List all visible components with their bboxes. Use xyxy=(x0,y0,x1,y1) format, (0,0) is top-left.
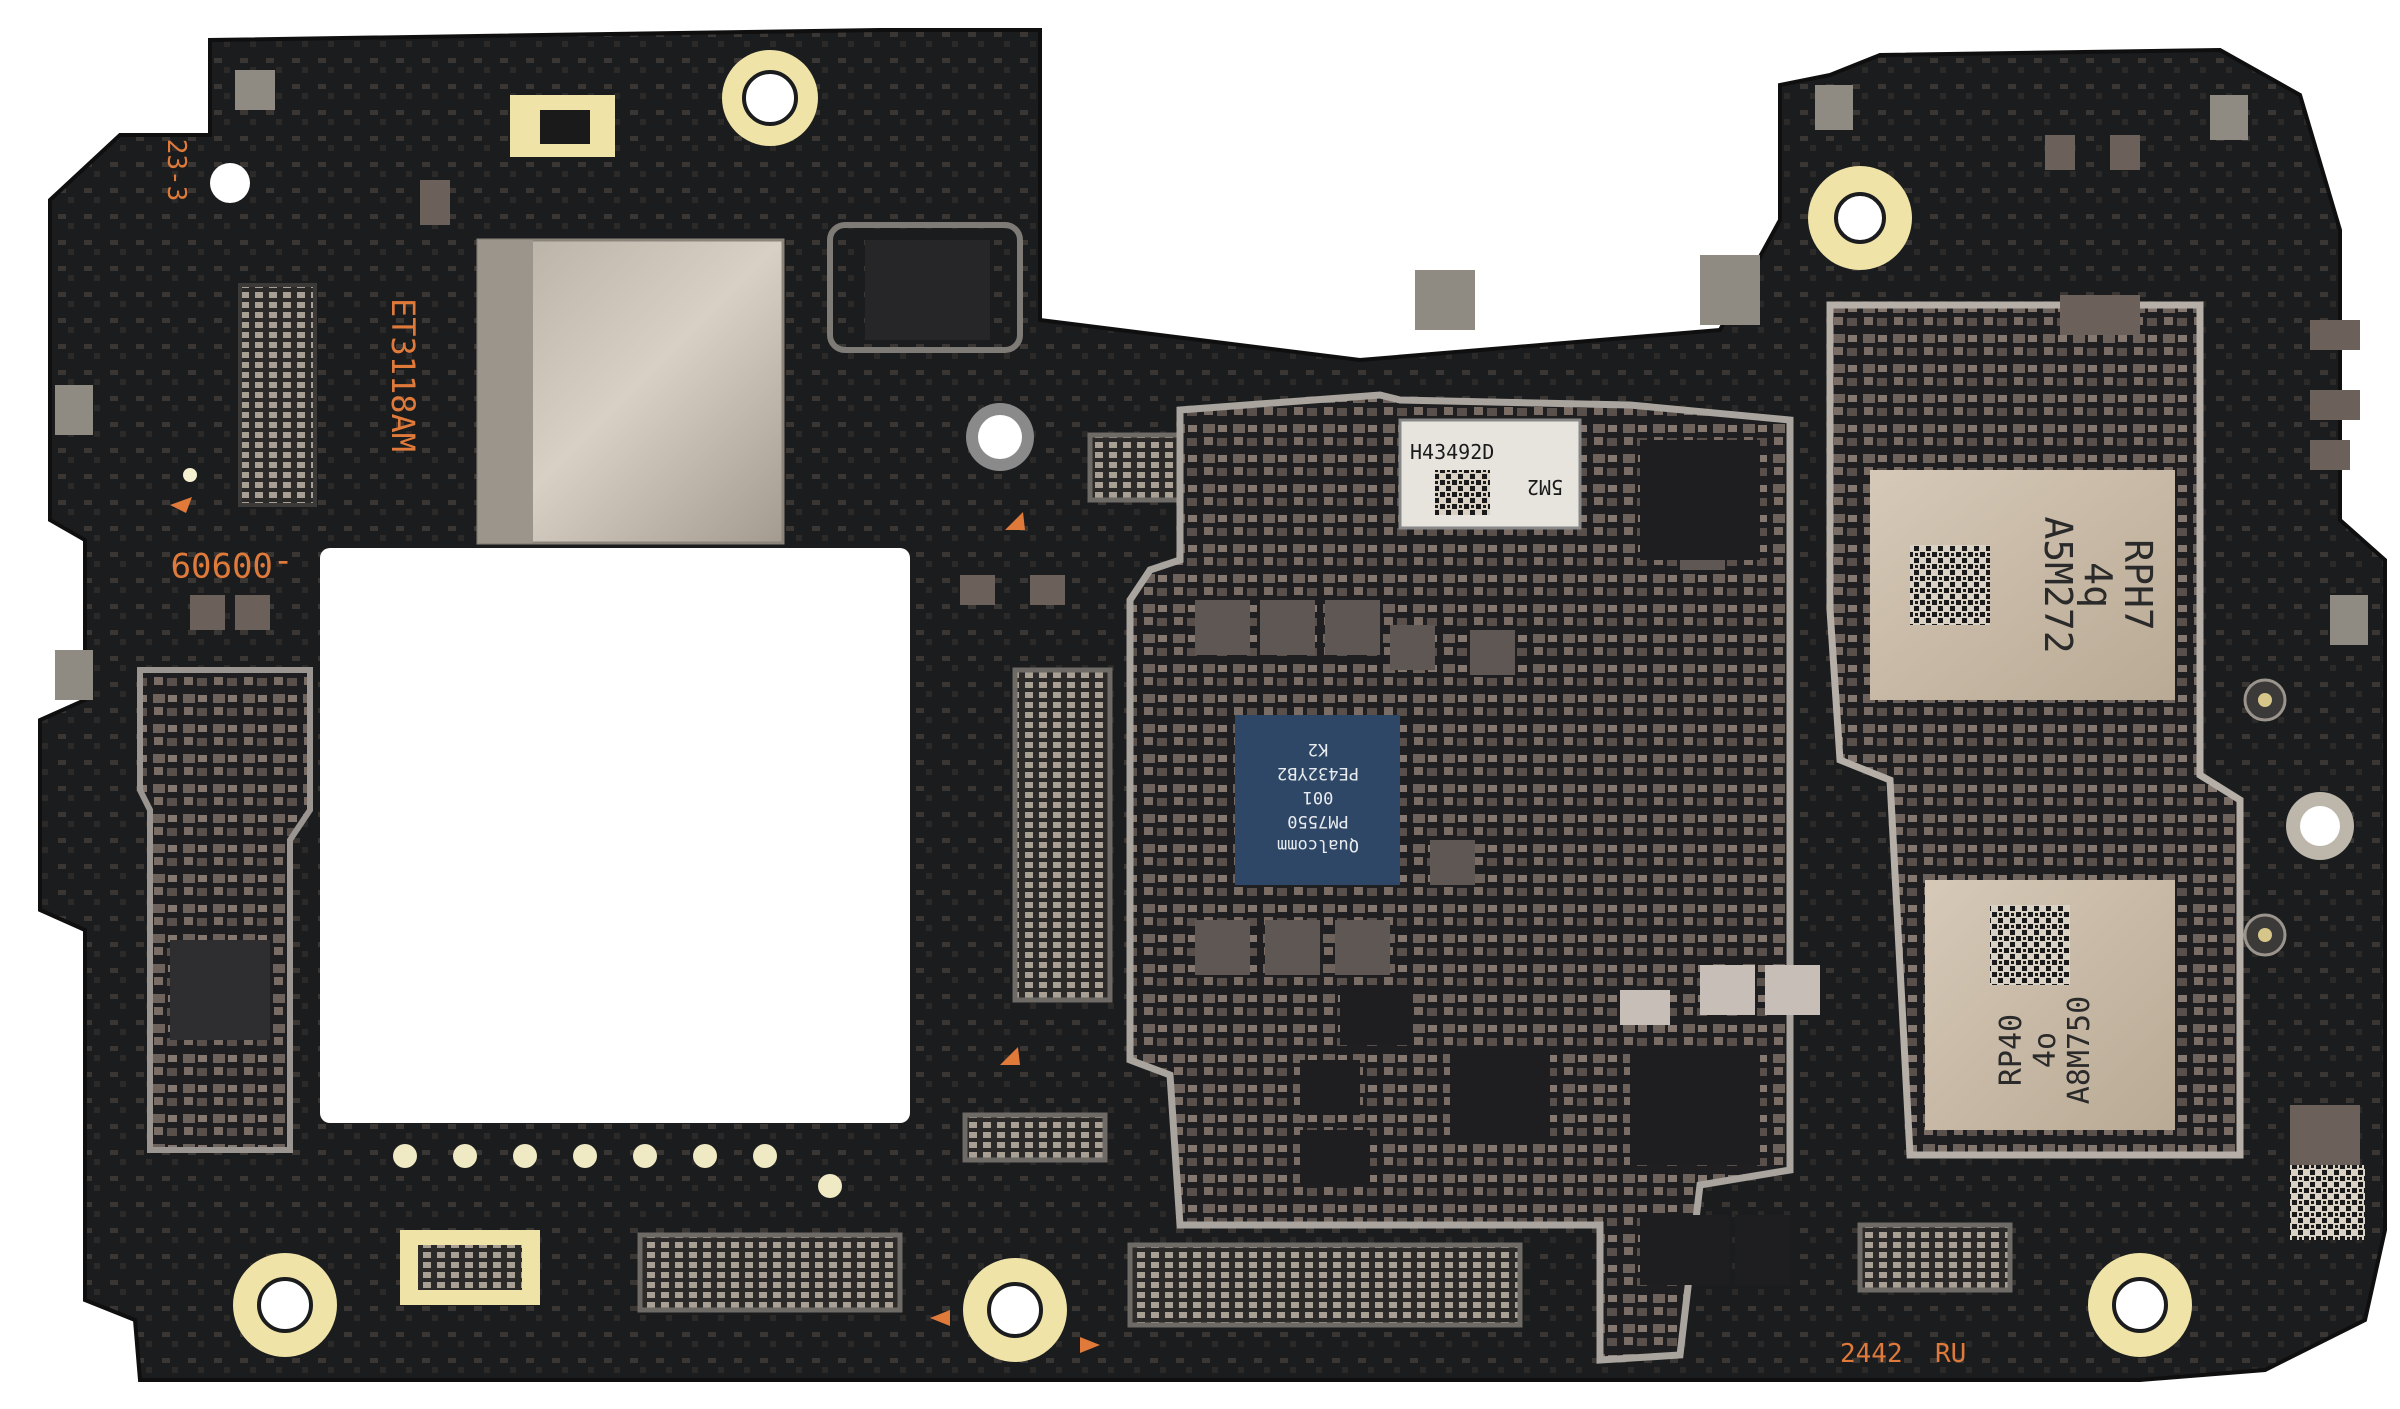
passive-components xyxy=(190,135,2360,1165)
pmic-line4: PE432YB2 xyxy=(1277,763,1359,783)
connector-small-lower xyxy=(962,1112,1108,1163)
silkscreen-rev: 23-3 xyxy=(161,139,191,202)
board-cutout xyxy=(320,548,910,1123)
connector-bottom-center xyxy=(1127,1242,1523,1328)
microphone-chip xyxy=(540,110,590,144)
inductor-array xyxy=(1195,525,1725,975)
rf-top-line2: 4q xyxy=(2076,562,2120,608)
silkscreen-fp-chip: ET3118AM xyxy=(384,298,422,452)
dark-ics xyxy=(1300,440,1790,1285)
ceramic-capacitors xyxy=(1620,965,1820,1025)
alignment-arrows xyxy=(170,497,1100,1353)
rf-bottom-line1: RP40 xyxy=(1994,1014,2029,1086)
pmic-line5: K2 xyxy=(1308,739,1328,759)
rf-top-line3: A5M272 xyxy=(2036,516,2080,653)
antenna-connectors xyxy=(2243,678,2287,957)
white-module-qr xyxy=(1435,470,1490,515)
left-flex-connector xyxy=(238,283,317,507)
rf-bottom-line3: A8M750 xyxy=(2062,996,2097,1104)
left-shield-frame xyxy=(137,667,313,1153)
pmic-line3: 001 xyxy=(1303,787,1334,807)
rf-shield-bottom-qr xyxy=(1990,905,2070,985)
silkscreen-date-code: 2442 xyxy=(1840,1339,1903,1369)
connector-bottom-left xyxy=(637,1232,903,1313)
rf-top-line1: RPH7 xyxy=(2116,539,2160,631)
connector-vertical xyxy=(1012,667,1113,1003)
left-ic xyxy=(170,940,270,1040)
pmic-line2: PM7550 xyxy=(1287,811,1348,831)
heat-spreader-strip xyxy=(478,240,533,543)
silkscreen-cert-mark: RU xyxy=(1935,1339,1966,1369)
white-module-line2: 5M2 xyxy=(1527,475,1563,499)
spring-contacts xyxy=(55,70,2368,700)
top-ic-shield xyxy=(827,222,1023,353)
rf-shield-top-qr xyxy=(1910,545,1990,625)
connector-bottom-right xyxy=(1857,1222,2013,1293)
silkscreen-serial: -00909 xyxy=(171,544,294,584)
rf-bottom-line2: 4o xyxy=(2028,1032,2063,1068)
top-ic xyxy=(865,240,990,340)
pmic-chip xyxy=(1235,715,1400,885)
white-module-line1: H43492D xyxy=(1410,440,1494,464)
mounting-holes xyxy=(183,50,2354,1362)
test-pad-row xyxy=(393,1144,842,1198)
pmic-line1: Qualcomm xyxy=(1277,835,1359,855)
board-data-matrix xyxy=(2290,1165,2365,1240)
